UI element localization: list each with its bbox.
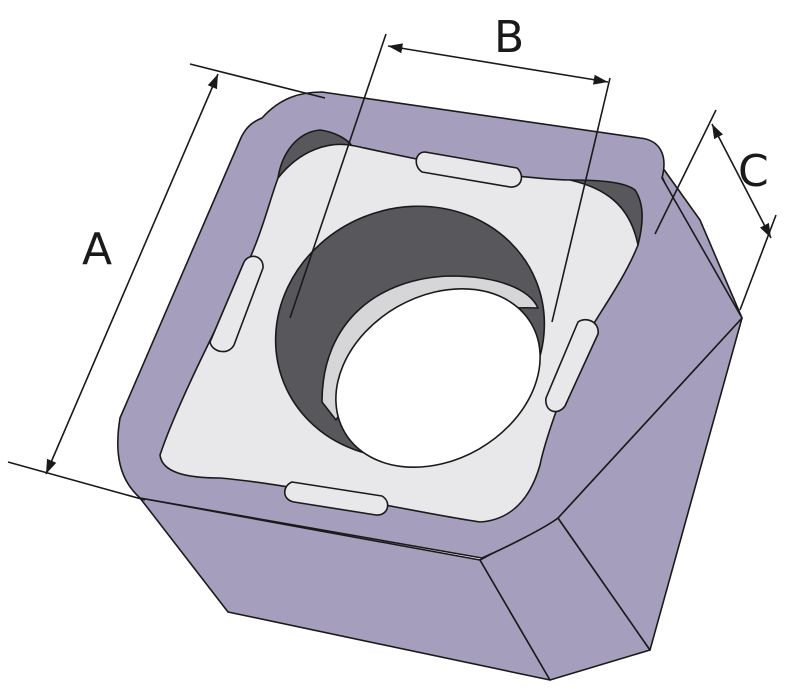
dimension-c-extension-bottom <box>739 214 777 311</box>
dimension-c-extension-top <box>654 109 717 235</box>
dimension-b-extension-left <box>289 33 387 319</box>
dimension-b-arrow <box>387 43 609 85</box>
ridge-bottom <box>283 481 389 516</box>
dimension-a-extension-top <box>189 63 326 99</box>
dimension-lines <box>7 33 777 501</box>
dimension-b-label: B <box>494 12 524 63</box>
dimension-a-arrow <box>45 73 219 475</box>
ridge-right <box>545 318 599 413</box>
dimension-b-extension-right <box>551 77 611 323</box>
bore-through-hole <box>335 287 541 469</box>
dimension-c-arrow <box>711 123 772 239</box>
dimension-a-extension-bottom <box>7 461 146 501</box>
ridge-top <box>415 151 523 188</box>
central-bore <box>274 205 546 469</box>
dimension-a-label: A <box>82 224 112 275</box>
dimension-c-label: C <box>738 146 769 197</box>
